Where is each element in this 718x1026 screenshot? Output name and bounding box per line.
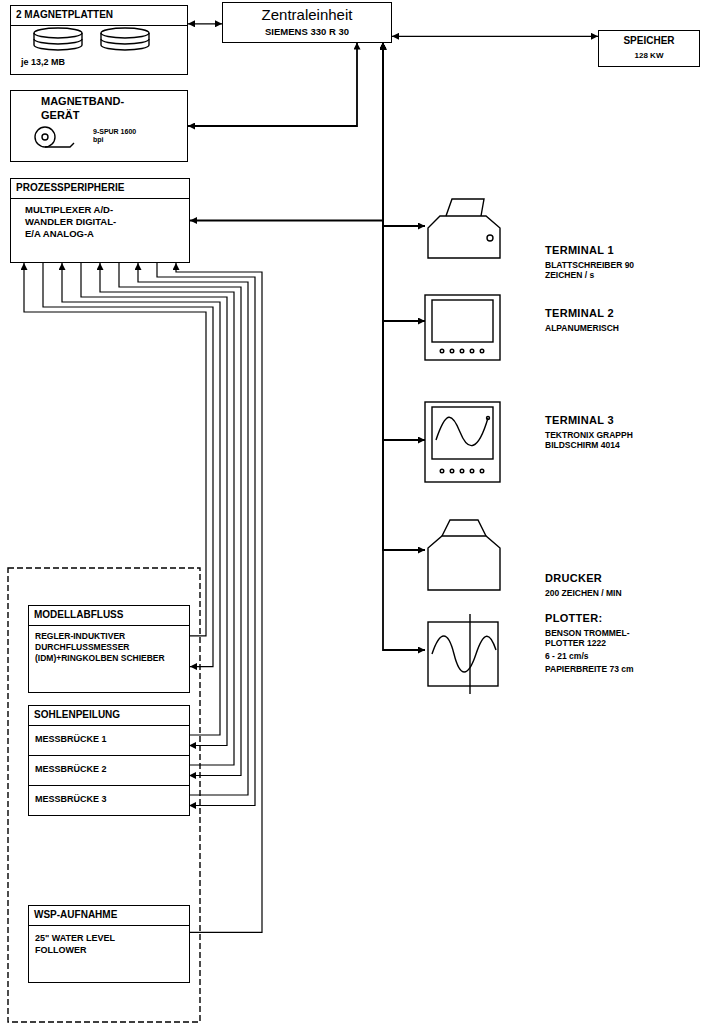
disk-symbol bbox=[34, 28, 82, 50]
node-heading: SPEICHER bbox=[599, 31, 699, 48]
process-box: PROZESSPERIPHERIE MULTIPLEXER A/D-WANDLER… bbox=[10, 178, 190, 263]
sub-box: MESSBRÜCKE 1 bbox=[29, 725, 189, 755]
disk-symbol bbox=[101, 28, 149, 50]
sub-box: MESSBRÜCKE 2 bbox=[29, 755, 189, 785]
device-node: PLOTTER: BENSON TROMMEL- PLOTTER 1222 6 - … bbox=[425, 612, 710, 687]
node-text: SIEMENS 330 R 30 bbox=[260, 26, 355, 42]
device-node: TERMINAL 2 ALPANUMERISCH bbox=[425, 293, 710, 358]
device-node: TERMINAL 1 BLATTSCHREIBER 90 ZEICHEN / s bbox=[425, 198, 710, 281]
printer-symbol bbox=[428, 520, 500, 590]
tape-reel-symbol bbox=[35, 127, 74, 147]
node-heading: MESSBRÜCKE 1 bbox=[35, 734, 183, 745]
node-heading: TERMINAL 1 bbox=[545, 244, 710, 258]
node-text: BLATTSCHREIBER 90 ZEICHEN / s bbox=[545, 260, 645, 281]
process-box: WSP-AUFNAHME25" WATER LEVEL FOLLOWER bbox=[28, 905, 190, 983]
node-heading: SOHLENPEILUNG bbox=[29, 706, 189, 725]
signal-line bbox=[138, 263, 248, 795]
node-text: TEKTRONIX GRAPPH BILDSCHIRM 4014 bbox=[545, 430, 665, 451]
node-heading: 2 MAGNETPLATTEN bbox=[11, 6, 187, 26]
monitor-symbol bbox=[425, 295, 500, 360]
bus-connector bbox=[383, 43, 425, 226]
process-box: SPEICHER128 KW bbox=[598, 30, 700, 67]
node-text: 25" WATER LEVEL FOLLOWER bbox=[29, 926, 151, 962]
process-box: MAGNETBAND- GERÄT 9-SPUR 1600 bpi bbox=[10, 90, 188, 162]
node-heading: WSP-AUFNAHME bbox=[29, 906, 189, 926]
node-heading: TERMINAL 3 bbox=[545, 414, 710, 428]
bus-connector bbox=[190, 43, 383, 221]
node-text: ALPANUMERISCH bbox=[545, 323, 710, 334]
device-node: DRUCKER 200 ZEICHEN / MIN bbox=[425, 520, 710, 598]
node-heading: MODELLABFLUSS bbox=[29, 606, 189, 626]
node-text: 9-SPUR 1600 bpi bbox=[93, 128, 143, 146]
node-heading: PLOTTER: bbox=[545, 612, 710, 626]
node-text: PAPIERBREITE 73 cm bbox=[545, 664, 710, 675]
signal-line bbox=[43, 263, 213, 667]
node-text: je 13,2 MB bbox=[21, 57, 187, 68]
node-text: BENSON TROMMEL- PLOTTER 1222 bbox=[545, 628, 640, 649]
signal-line bbox=[81, 263, 227, 746]
process-box: 2 MAGNETPLATTEN je 13,2 MB bbox=[10, 5, 188, 75]
signal-line bbox=[24, 263, 206, 636]
node-heading: Zentraleinheit bbox=[223, 3, 391, 26]
device-node: TERMINAL 3 TEKTRONIX GRAPPH BILDSCHIRM 40… bbox=[425, 402, 710, 482]
node-heading: DRUCKER bbox=[545, 572, 710, 586]
bus-connector bbox=[383, 43, 425, 550]
node-text: 6 - 21 cm/s bbox=[545, 651, 710, 662]
signal-line bbox=[100, 263, 234, 765]
process-box: SOHLENPEILUNG MESSBRÜCKE 1 MESSBRÜCKE 2 MES… bbox=[28, 705, 190, 816]
signal-line bbox=[176, 263, 262, 932]
process-box: ZentraleinheitSIEMENS 330 R 30 bbox=[222, 2, 392, 43]
teletype-symbol bbox=[428, 199, 500, 258]
node-text: 200 ZEICHEN / MIN bbox=[545, 588, 710, 599]
process-box: MODELLABFLUSSREGLER-INDUKTIVER DURCHFLUS… bbox=[28, 605, 190, 693]
signal-line bbox=[188, 23, 222, 24]
node-text: MULTIPLEXER A/D-WANDLER DIGITAL-E/A ANAL… bbox=[25, 204, 117, 241]
node-text: 128 KW bbox=[599, 48, 699, 66]
bus-connector bbox=[383, 43, 425, 321]
plotter-symbol bbox=[428, 614, 498, 694]
signal-line bbox=[119, 263, 241, 776]
bus-connector bbox=[188, 43, 357, 126]
node-heading: MESSBRÜCKE 2 bbox=[35, 764, 183, 775]
node-heading: TERMINAL 2 bbox=[545, 307, 710, 321]
signal-line bbox=[392, 36, 598, 37]
sub-box: MESSBRÜCKE 3 bbox=[29, 785, 189, 815]
dashed-frame bbox=[8, 568, 200, 1022]
bus-connector bbox=[383, 43, 425, 650]
node-heading: MAGNETBAND- GERÄT bbox=[41, 95, 141, 123]
node-heading: MESSBRÜCKE 3 bbox=[35, 794, 183, 805]
graphic-monitor-symbol bbox=[425, 402, 500, 482]
node-text: REGLER-INDUKTIVER DURCHFLUSSMESSER (IDM)… bbox=[29, 626, 189, 669]
bus-connector bbox=[383, 43, 425, 440]
signal-line bbox=[62, 263, 220, 735]
node-heading: PROZESSPERIPHERIE bbox=[11, 179, 189, 199]
